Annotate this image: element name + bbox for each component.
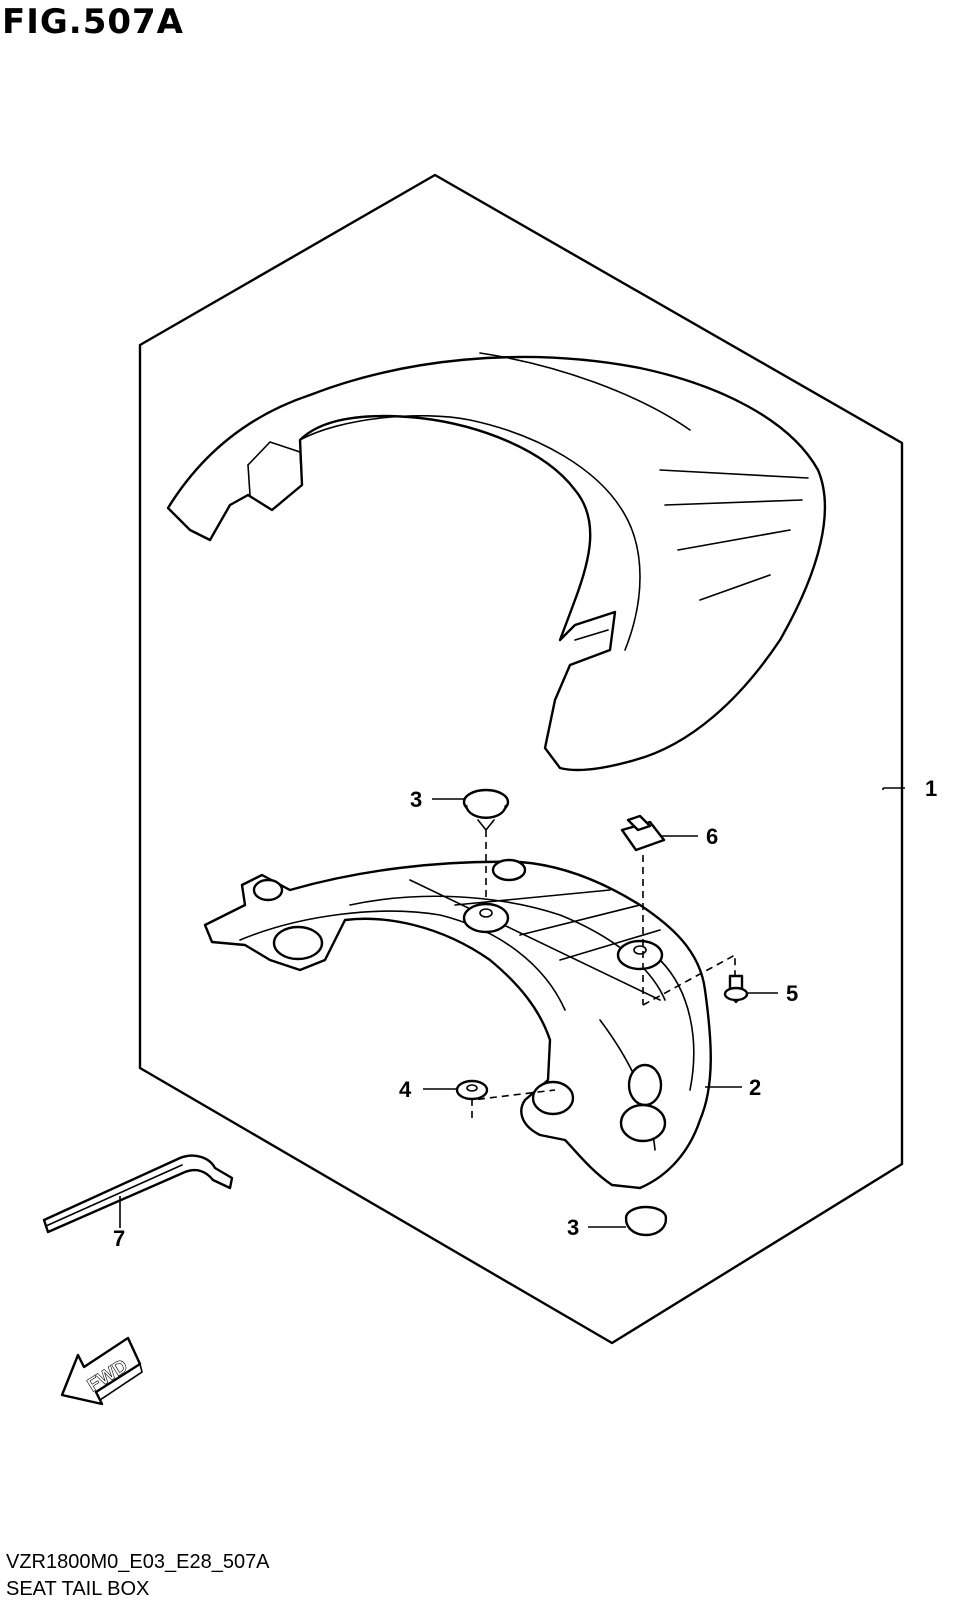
- diagram-name: SEAT TAIL BOX: [6, 1578, 150, 1600]
- diagram-code: VZR1800M0_E03_E28_507A: [6, 1551, 270, 1573]
- bolt: [723, 974, 749, 1004]
- callout-6: 6: [706, 824, 718, 849]
- tail-box-base: [203, 858, 712, 1190]
- callout-7: 7: [113, 1226, 125, 1251]
- figure-title: FIG.507A: [2, 2, 184, 42]
- nut-clip: [620, 814, 666, 852]
- callout-3-bottom: 3: [567, 1215, 579, 1240]
- grommet-bottom: [624, 1205, 668, 1237]
- callout-3-top: 3: [410, 787, 422, 812]
- assembly-boundary: [138, 173, 904, 1345]
- grommet-top: [462, 788, 510, 832]
- callout-1: 1: [925, 776, 937, 801]
- washer: [455, 1079, 489, 1101]
- callout-2: 2: [749, 1075, 761, 1100]
- forward-arrow-icon: FWD: [60, 1336, 143, 1406]
- seat-tail-cover: [166, 352, 827, 772]
- hex-wrench: [42, 1154, 234, 1234]
- callout-5: 5: [786, 981, 798, 1006]
- callout-4: 4: [399, 1077, 412, 1102]
